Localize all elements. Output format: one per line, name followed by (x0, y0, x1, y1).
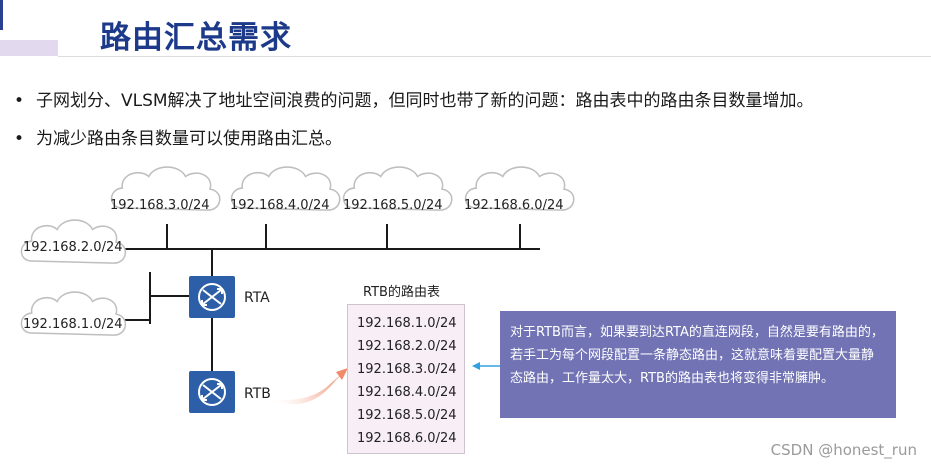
router-rtb-label: RTB (244, 386, 271, 402)
bullet-2: • 为减少路由条目数量可以使用路由汇总。 (14, 124, 342, 149)
curved-arrow-icon (268, 372, 344, 405)
cloud-net3-label: 192.168.3.0/24 (110, 198, 210, 213)
explanation-note: 对于RTB而言，如果要到达RTA的直连网段，自然是要有路由的，若手工为每个网段配… (500, 311, 896, 418)
cloud-net2-label: 192.168.2.0/24 (23, 240, 123, 255)
route-table: 192.168.1.0/24 192.168.2.0/24 192.168.3.… (347, 304, 465, 454)
watermark: CSDN @honest_run (770, 441, 917, 459)
route-table-entry: 192.168.2.0/24 (357, 339, 457, 354)
bullet-2-text: 为减少路由条目数量可以使用路由汇总。 (36, 129, 342, 149)
route-table-entry: 192.168.5.0/24 (357, 408, 457, 423)
router-rta-icon (189, 276, 235, 318)
arrow-head-icon (336, 368, 348, 380)
title-accent-block (0, 40, 58, 56)
router-rtb-icon (189, 371, 235, 413)
cloud-net4-label: 192.168.4.0/24 (230, 198, 330, 213)
cloud-net1-label: 192.168.1.0/24 (23, 317, 123, 332)
title-divider (58, 56, 931, 57)
route-table-entry: 192.168.4.0/24 (357, 385, 457, 400)
bullet-1-text: 子网划分、VLSM解决了地址空间浪费的问题，但同时也带了新的问题：路由表中的路由… (36, 91, 814, 111)
route-table-title: RTB的路由表 (363, 285, 440, 300)
bullet-dot: • (14, 129, 25, 149)
bullet-dot: • (14, 91, 25, 111)
page-title: 路由汇总需求 (100, 20, 292, 56)
left-accent-bar (0, 0, 3, 30)
note-pointer-icon (472, 362, 480, 370)
route-table-entry: 192.168.3.0/24 (357, 362, 457, 377)
router-rta-label: RTA (244, 290, 270, 306)
cloud-net5-label: 192.168.5.0/24 (343, 198, 443, 213)
route-table-entry: 192.168.1.0/24 (357, 316, 457, 331)
route-table-entry: 192.168.6.0/24 (357, 431, 457, 446)
bullet-1: • 子网划分、VLSM解决了地址空间浪费的问题，但同时也带了新的问题：路由表中的路… (14, 86, 814, 111)
cloud-net6-label: 192.168.6.0/24 (464, 198, 564, 213)
